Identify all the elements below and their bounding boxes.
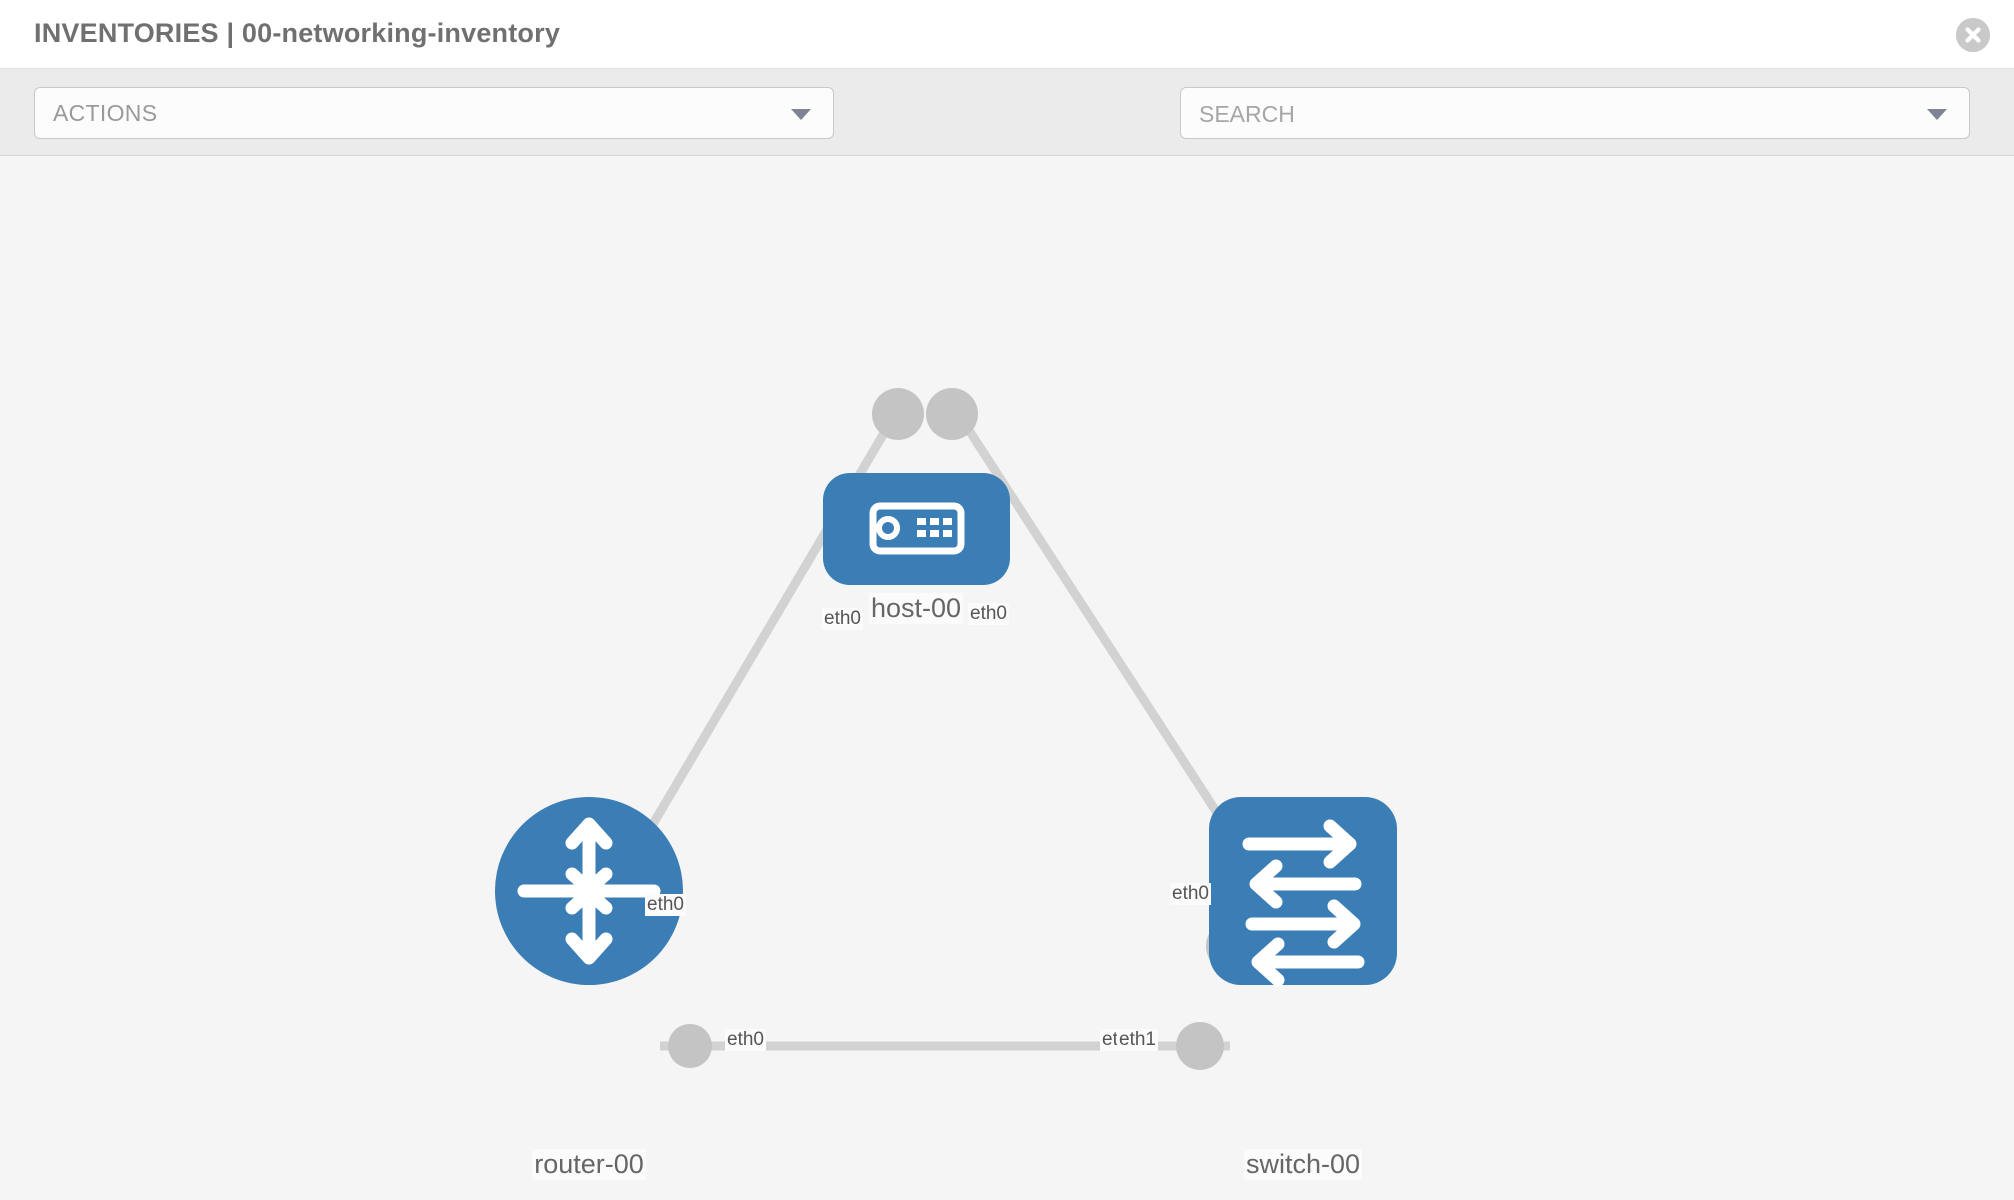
edge-label-router-host: eth0 (645, 894, 686, 916)
node-label-router-00: router-00 (532, 1149, 646, 1180)
switch-arrows-icon (1242, 819, 1365, 987)
connector-host-right (926, 388, 978, 440)
link-host-router[interactable] (636, 398, 907, 849)
connector-switch-left (1176, 1022, 1224, 1070)
topology-canvas[interactable]: host-00 router-00 switch-00 eth0 eth0 et… (0, 156, 2014, 1200)
topology-graph (495, 388, 1397, 1070)
edge-label-router-switch-left: eth0 (725, 1029, 766, 1051)
server-icon (869, 502, 965, 555)
search-box[interactable] (1180, 87, 1970, 140)
router-arrows-icon (517, 817, 661, 965)
edge-label-switch-router: eth1 (1117, 1029, 1158, 1051)
connector-router-right (668, 1024, 712, 1068)
actions-dropdown-label: ACTIONS (53, 100, 158, 126)
close-icon[interactable] (1956, 18, 1990, 52)
edge-label-host-switch: eth0 (968, 603, 1009, 625)
actions-dropdown[interactable]: ACTIONS (34, 87, 834, 139)
connector-host-left (872, 388, 924, 440)
page-title: INVENTORIES | 00-networking-inventory (34, 18, 561, 48)
page-header: INVENTORIES | 00-networking-inventory (0, 0, 2014, 69)
node-host-00[interactable] (823, 473, 1010, 585)
node-switch-00[interactable] (1209, 797, 1397, 987)
node-label-host-00: host-00 (868, 593, 964, 624)
link-host-switch[interactable] (946, 398, 1249, 859)
chevron-down-icon (791, 109, 811, 120)
node-label-switch-00: switch-00 (1243, 1149, 1363, 1180)
node-router-00[interactable] (495, 797, 683, 985)
search-input[interactable] (1197, 88, 1901, 140)
edge-label-host-router: eth0 (822, 608, 863, 630)
toolbar: ACTIONS (0, 69, 2014, 197)
search-chevron-down-icon[interactable] (1927, 109, 1947, 120)
edge-label-switch-host: eth0 (1170, 883, 1211, 905)
